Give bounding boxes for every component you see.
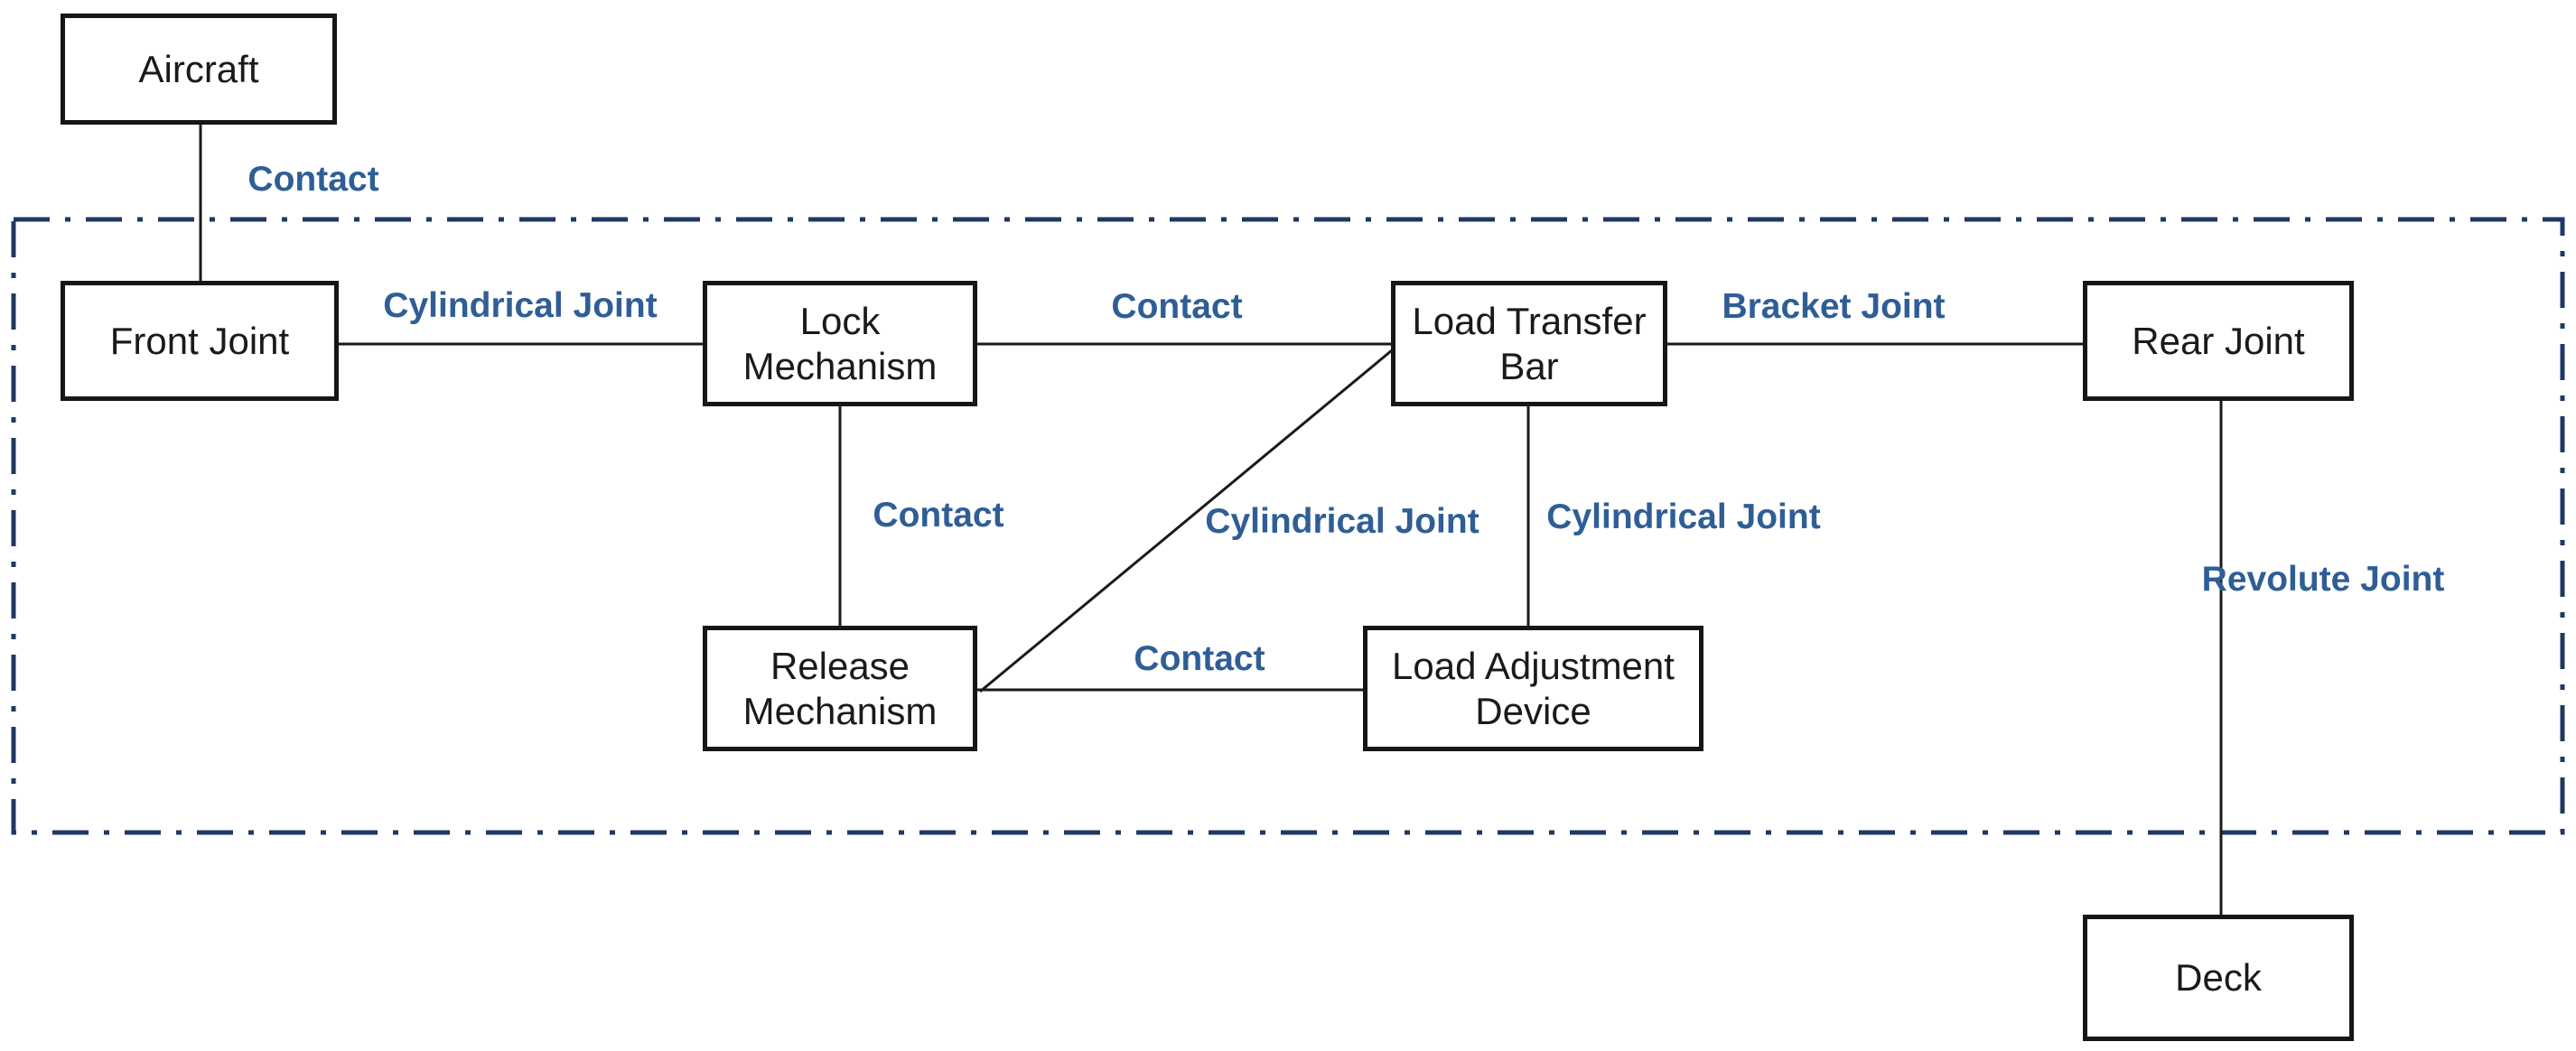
node-load-transfer-bar: Load Transfer Bar — [1391, 281, 1667, 406]
edge-label-contact-release-mechanism-load-adjustment-device: Contact — [1134, 639, 1265, 678]
edge-label-contact-lock-mechanism-load-transfer-bar: Contact — [1111, 287, 1243, 326]
system-boundary — [11, 217, 2565, 835]
edge-label-cylindrical-joint-load-transfer-bar-load-adjustment-device: Cylindrical Joint — [1546, 498, 1821, 536]
edge-label-contact-lock-mechanism-release-mechanism: Contact — [873, 496, 1004, 535]
edge-label-cylindrical-joint-front-joint-lock-mechanism: Cylindrical Joint — [383, 286, 658, 325]
node-front-joint: Front Joint — [61, 281, 339, 401]
node-deck: Deck — [2083, 915, 2354, 1041]
connector-release-mechanism-load-transfer-bar — [979, 349, 1393, 693]
edge-label-revolute-joint-rear-joint-deck: Revolute Joint — [2201, 560, 2445, 599]
edge-label-cylindrical-joint-release-mechanism-load-transfer-bar: Cylindrical Joint — [1205, 502, 1479, 541]
node-release-mechanism: Release Mechanism — [703, 626, 977, 751]
node-rear-joint: Rear Joint — [2083, 281, 2354, 401]
edge-label-bracket-joint-load-transfer-bar-rear-joint: Bracket Joint — [1722, 287, 1946, 326]
edge-label-contact-aircraft-front-joint: Contact — [247, 160, 379, 199]
node-load-adjustment-device: Load Adjustment Device — [1363, 626, 1703, 751]
node-aircraft: Aircraft — [61, 14, 337, 125]
node-lock-mechanism: Lock Mechanism — [703, 281, 977, 406]
